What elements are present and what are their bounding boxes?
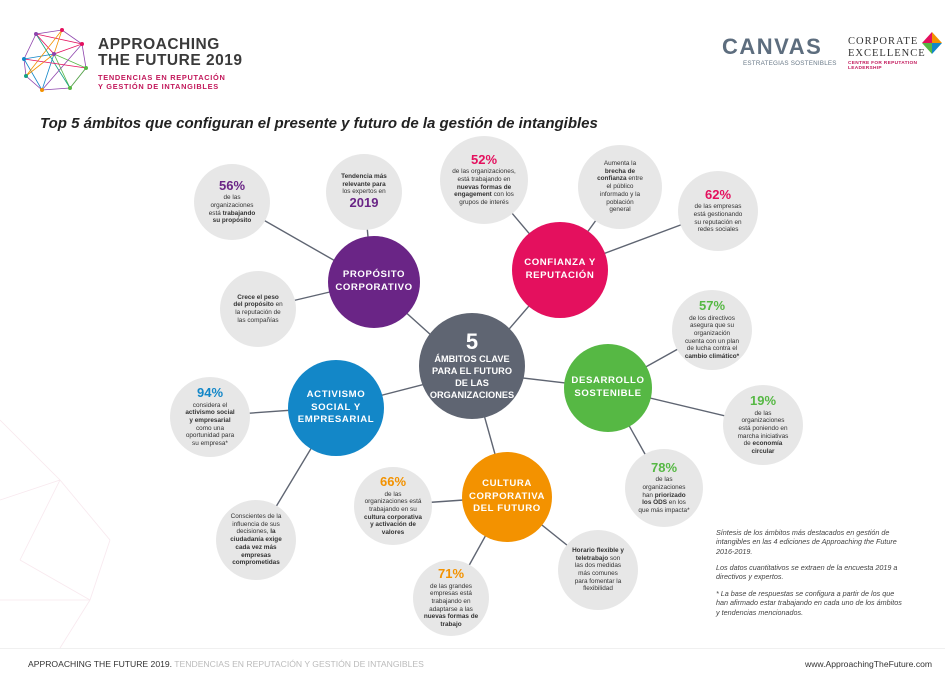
corporate-excellence-line2: EXCELLENCE xyxy=(848,48,926,59)
brand-year: 2019 xyxy=(205,52,243,69)
fact-text: Crece el peso del propósito en la reputa… xyxy=(233,293,283,324)
corporate-excellence-subtitle: CENTRE FOR REPUTATION LEADERSHIP xyxy=(848,61,918,71)
fact-cultura-horario: Horario flexible y teletrabajo son las d… xyxy=(558,530,638,610)
corporate-excellence-line1: CORPORATE xyxy=(848,36,919,47)
fact-desarrollo-19: 19% de las organizaciones está poniendo … xyxy=(723,385,803,465)
fact-percentage: 66% xyxy=(379,474,407,490)
fact-proposito-peso: Crece el peso del propósito en la reputa… xyxy=(220,271,296,347)
center-text: ÁMBITOS CLAVE PARA EL FUTURO DE LAS ORGA… xyxy=(429,354,515,401)
brand-title-text: THE FUTURE xyxy=(98,52,202,69)
fact-text: de los directivos asegura que su organiz… xyxy=(684,314,740,361)
fact-confianza-62: 62% de las empresas está gestionando su … xyxy=(678,171,758,251)
fact-year: 2019 xyxy=(349,194,379,210)
fact-confianza-brecha: Aumenta la brecha de confianza entre el … xyxy=(578,145,662,229)
note-base-responses: * La base de respuestas se configura a p… xyxy=(716,588,902,617)
fact-text: Tendencia más relevante para los experto… xyxy=(341,172,387,196)
fact-text: Horario flexible y teletrabajo son las d… xyxy=(572,546,624,593)
fact-cultura-66: 66% de las organizaciones está trabajand… xyxy=(354,467,432,545)
methodology-notes: Síntesis de los ámbitos más destacados e… xyxy=(716,528,906,624)
fact-activismo-94: 94% considera el activismo social y empr… xyxy=(170,377,250,457)
fact-cultura-71: 71% de las grandes empresas está trabaja… xyxy=(413,560,489,636)
note-data-source: Los datos cuantitativos se extraen de la… xyxy=(716,563,898,582)
footer-publication: APPROACHING THE FUTURE 2019. TENDENCIAS … xyxy=(28,659,424,669)
fact-percentage: 71% xyxy=(437,566,465,582)
brand-subtitle-line2: Y GESTIÓN DE INTANGIBLES xyxy=(98,82,219,91)
theme-desarrollo-sostenible: DESARROLLO SOSTENIBLE xyxy=(564,344,652,432)
fact-text: de las organizaciones está poniendo en m… xyxy=(737,409,789,456)
fact-percentage: 94% xyxy=(196,385,224,401)
footer-website-link[interactable]: www.ApproachingTheFuture.com xyxy=(805,659,933,669)
theme-proposito-corporativo: PROPÓSITO CORPORATIVO xyxy=(328,236,420,328)
fact-text: de las organizaciones han priorizado los… xyxy=(638,476,690,515)
fact-percentage: 78% xyxy=(650,460,678,476)
fact-percentage: 52% xyxy=(470,152,498,168)
canvas-logo-text: CANVAS xyxy=(722,34,823,59)
fact-percentage: 57% xyxy=(698,298,726,314)
fact-confianza-52: 52% de las organizaciones, está trabajan… xyxy=(440,136,528,224)
fact-desarrollo-78: 78% de las organizaciones han priorizado… xyxy=(625,449,703,527)
fact-text: considera el activismo social y empresar… xyxy=(185,401,235,448)
fact-proposito-tendencia: Tendencia más relevante para los experto… xyxy=(326,154,402,230)
fact-activismo-ciudadania: Conscientes de la influencia de sus deci… xyxy=(216,500,296,580)
page-title: Top 5 ámbitos que configuran el presente… xyxy=(40,115,598,132)
fact-text: de las organizaciones, está trabajando e… xyxy=(452,168,516,207)
brand-title-line2: THE FUTURE 2019 xyxy=(98,52,242,70)
theme-activismo-social: ACTIVISMO SOCIAL Y EMPRESARIAL xyxy=(288,360,384,456)
theme-cultura-corporativa: CULTURA CORPORATIVA DEL FUTURO xyxy=(462,452,552,542)
brand-title-line1: APPROACHING xyxy=(98,36,220,53)
center-number: 5 xyxy=(465,329,479,354)
background-network-decoration xyxy=(0,419,111,649)
canvas-logo-subtitle: ESTRATEGIAS SOSTENIBLES xyxy=(743,60,837,67)
brand-subtitle-line1: TENDENCIAS EN REPUTACIÓN xyxy=(98,73,226,82)
fact-text: Conscientes de la influencia de sus deci… xyxy=(230,513,282,567)
fact-text: Aumenta la brecha de confianza entre el … xyxy=(597,160,643,214)
corporate-excellence-mark-icon xyxy=(922,32,942,54)
fact-proposito-56: 56% de las organizaciones está trabajand… xyxy=(194,164,270,240)
footer-divider xyxy=(0,648,945,649)
fact-text: de las organizaciones está trabajando su… xyxy=(208,194,256,225)
fact-percentage: 62% xyxy=(704,186,732,202)
fact-text: de las organizaciones está trabajando en… xyxy=(364,490,422,537)
fact-desarrollo-57: 57% de los directivos asegura que su org… xyxy=(672,290,752,370)
fact-text: de las empresas está gestionando su repu… xyxy=(693,203,743,234)
center-circle: 5 ÁMBITOS CLAVE PARA EL FUTURO DE LAS OR… xyxy=(419,313,525,419)
fact-percentage: 19% xyxy=(749,393,777,409)
approaching-future-globe-logo xyxy=(22,28,88,92)
fact-text: de las grandes empresas está trabajando … xyxy=(423,582,479,629)
theme-confianza-reputacion: CONFIANZA Y REPUTACIÓN xyxy=(512,222,608,318)
note-synthesis: Síntesis de los ámbitos más destacados e… xyxy=(716,528,897,556)
fact-percentage: 56% xyxy=(218,177,246,193)
